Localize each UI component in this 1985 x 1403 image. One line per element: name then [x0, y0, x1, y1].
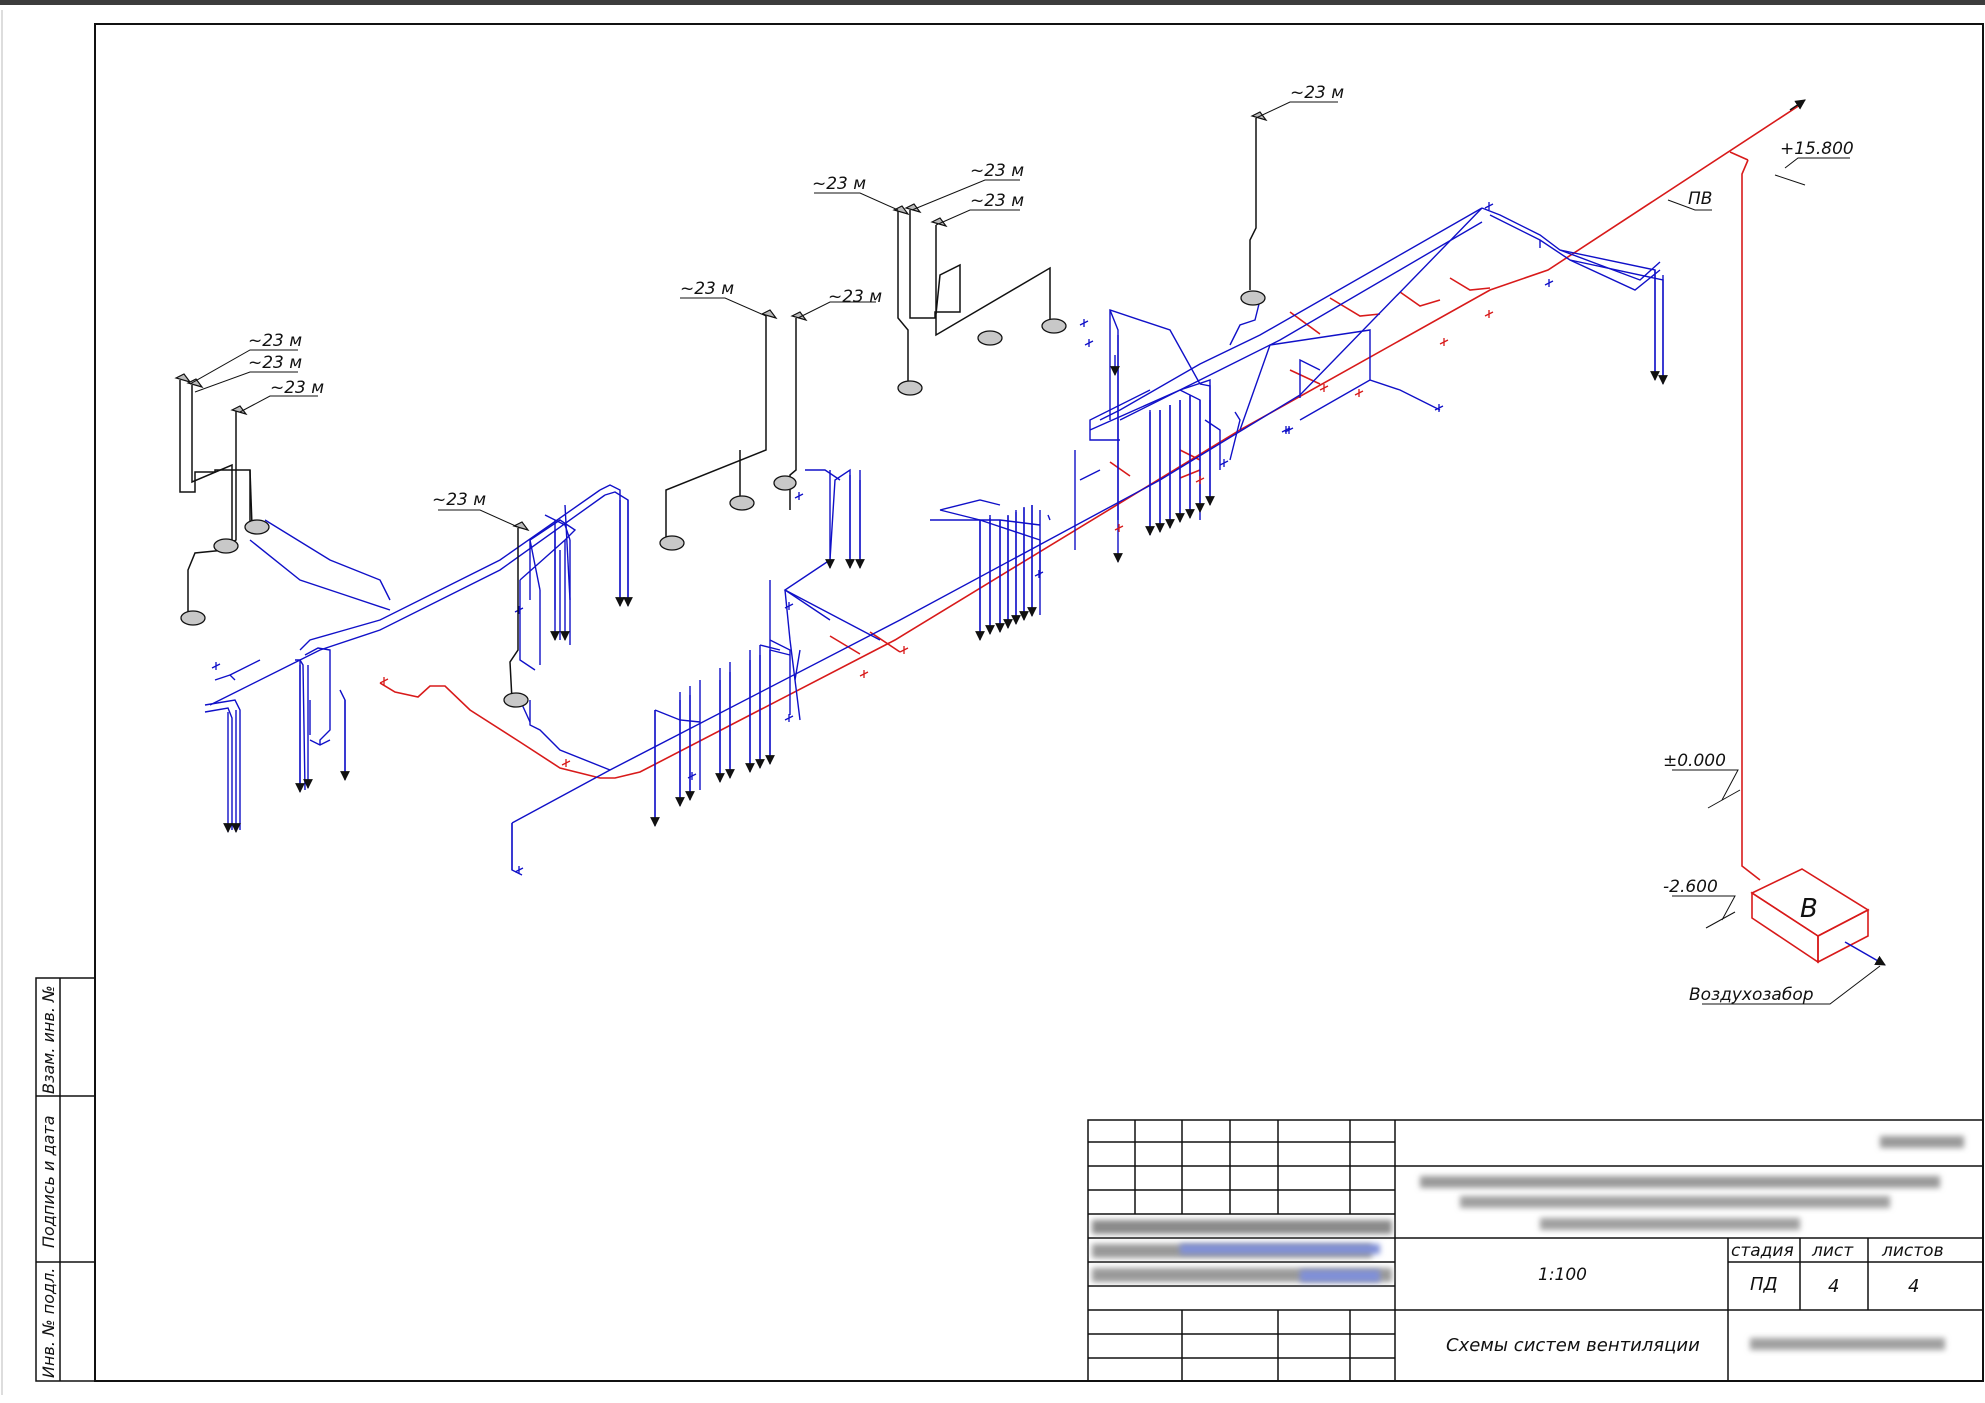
elevation-top: +15.800 [1780, 139, 1854, 159]
unit-label: В [1800, 894, 1818, 924]
sheet-value: 4 [1828, 1276, 1839, 1297]
riser-label-7: ~23 м [812, 174, 866, 194]
exhaust-risers [179, 118, 1257, 701]
exhaust-fans [180, 290, 1266, 708]
drawing-title: Схемы систем вентиляции [1446, 1335, 1700, 1356]
riser-label-6: ~23 м [828, 287, 882, 307]
sheet-frame [94, 23, 1984, 1382]
system-label: ПВ [1688, 189, 1712, 209]
side-stamp-inv-label: Взам. инв. № [39, 985, 58, 1094]
sheet-header: лист [1811, 1241, 1854, 1261]
riser-label-10: ~23 м [1290, 83, 1344, 103]
sheets-value: 4 [1908, 1276, 1919, 1297]
stage-header: стадия [1731, 1241, 1794, 1261]
riser-label-2: ~23 м [248, 353, 302, 373]
riser-label-8: ~23 м [970, 161, 1024, 181]
supply-terminal-drops [223, 270, 1668, 833]
side-stamp-sign-label: Подпись и дата [39, 1115, 58, 1248]
riser-caps [174, 111, 1268, 532]
elevation-bottom: -2.600 [1663, 877, 1718, 897]
window-top-bar [0, 0, 1985, 5]
supply-air-ducts [204, 207, 1664, 876]
red-damper-symbols [379, 310, 1494, 767]
riser-labels [189, 101, 1881, 1005]
title-block [1087, 1119, 1984, 1382]
riser-label-4: ~23 м [432, 490, 486, 510]
label-texts: ~23 м ~23 м ~23 м ~23 м ~23 м ~23 м ~23 … [248, 83, 1854, 1005]
redacted-areas [1092, 1136, 1964, 1350]
elevation-zero: ±0.000 [1663, 751, 1726, 771]
riser-label-1: ~23 м [248, 331, 302, 351]
stage-value: ПД [1750, 1274, 1778, 1295]
side-stamp-orig-label: Инв. № подл. [39, 1268, 58, 1378]
damper-symbols [211, 202, 1554, 874]
sheets-header: листов [1881, 1241, 1944, 1261]
riser-label-9: ~23 м [970, 191, 1024, 211]
riser-label-5: ~23 м [680, 279, 734, 299]
main-supply-duct [379, 102, 1870, 964]
riser-label-3: ~23 м [270, 378, 324, 398]
intake-arrow [1844, 941, 1886, 966]
main-duct-arrow [1789, 99, 1806, 111]
scale-value: 1:100 [1538, 1265, 1587, 1285]
air-intake-label: Воздухозабор [1689, 985, 1814, 1005]
side-stamp [35, 977, 96, 1382]
